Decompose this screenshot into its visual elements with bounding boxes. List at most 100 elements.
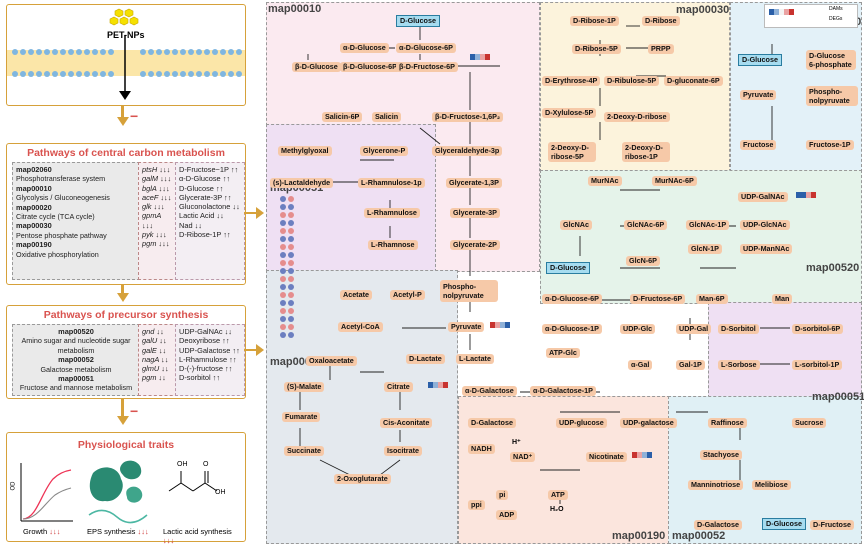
met-dribose: D-Ribose: [642, 16, 680, 26]
met-dxylulose5p: D-Xylulose-5P: [542, 108, 597, 118]
met-cisaconitate: Cis-Aconitate: [380, 418, 433, 428]
met-dsorbitol6p: D-sorbitol-6P: [792, 324, 844, 334]
met-adp: ADP: [496, 510, 518, 520]
met-murnac6p: MurNAc-6P: [652, 176, 697, 186]
met-udpgalnac: UDP-GalNAc: [738, 192, 788, 202]
met-bdfructose16: β-D-Fructose-1,6P₂: [432, 112, 504, 122]
met-agal: α-Gal: [628, 360, 653, 370]
region-map00051-b: [708, 302, 862, 398]
physio-graphic: [20, 460, 218, 524]
met-adglucose1p: α-D-Glucose-1P: [542, 324, 602, 334]
met-methylglyoxal: Methylglyoxal: [278, 146, 332, 156]
legend: DAMs DEGs: [764, 4, 858, 28]
arrow-down-1: [117, 117, 129, 126]
met-smalate: (S)-Malate: [284, 382, 325, 392]
precursor-gene-list: gnd ↓↓galU ↓↓galE ↓↓nagA ↓↓glmU ↓↓pgm ↓↓: [138, 324, 178, 396]
met-manninotriose: Manninotriose: [688, 480, 744, 490]
met-oxoglutarate: 2-Oxoglutarate: [334, 474, 391, 484]
membrane-graphic: [7, 8, 245, 100]
met-dfructose: D-Fructose: [810, 520, 854, 530]
met-dgalactose-b: D-Galactose: [694, 520, 742, 530]
met-glyceraldehyde3p: Glyceraldehyde-3p: [432, 146, 503, 156]
met-atpglc: ATP-Glc: [546, 348, 580, 358]
met-glycerate3p: Glycerate-3P: [450, 208, 500, 218]
met-acetate: Acetate: [340, 290, 372, 300]
arrow-down-3: [117, 416, 129, 425]
precursor-title: Pathways of precursor synthesis: [43, 309, 209, 321]
met-stachyose: Stachyose: [700, 450, 742, 460]
met-oxaloacetate: Oxaloacetate: [306, 356, 357, 366]
pet-nps-label: PET-NPs: [107, 30, 145, 40]
met-udpglucose: UDP-glucose: [556, 418, 607, 428]
connector-2: [121, 284, 124, 294]
met-murnac: MurNAc: [588, 176, 622, 186]
region-map00020: [266, 270, 458, 544]
met-dribulose5p: D-Ribulose-5P: [604, 76, 660, 86]
met-sucrose: Sucrose: [792, 418, 827, 428]
met-man6p: Man-6P: [696, 294, 728, 304]
minus-sign-3: −: [130, 403, 139, 419]
met-lsorbose: L-Sorbose: [718, 360, 760, 370]
connector-precursor-to-map: [244, 349, 258, 351]
met-glcn1p: GlcN-1P: [688, 244, 722, 254]
connector-central-to-map: [244, 212, 258, 214]
membrane-panel: PET-NPs: [6, 4, 246, 106]
met-acetylcoa: Acetyl-CoA: [338, 322, 383, 332]
met-adgalactose1p: α-D-Galactose-1P: [530, 386, 596, 396]
met-derythrose4p: D-Erythrose-4P: [542, 76, 601, 86]
met-adglucose: α-D-Glucose: [340, 43, 389, 53]
met-lrhamnulose1p: L-Rhamnulose-1p: [358, 178, 425, 188]
met-dfructose6p: D-Fructose-6P: [630, 294, 686, 304]
oh-label-1: OH: [177, 461, 188, 468]
met-dgluconate6p: D-gluconate-6P: [664, 76, 723, 86]
arrow-down-2: [117, 293, 129, 302]
met-gal1p: Gal-1P: [676, 360, 705, 370]
heatmap-fructose6p: [470, 54, 490, 60]
met-udpglc: UDP-Glc: [620, 324, 656, 334]
met-udpglcnac: UDP-GlcNAc: [740, 220, 790, 230]
met-bdglucose: β-D-Glucose: [292, 62, 341, 72]
label-map00051-b: map00051: [812, 391, 864, 403]
met-lrhamnose: L-Rhamnose: [368, 240, 418, 250]
connector-1: [121, 106, 124, 118]
heatmap-citrate: [428, 382, 448, 388]
precursor-metabolite-list: UDP-GalNAc ↓↓Deoxyribose ↑↑UDP-Galactose…: [175, 324, 245, 396]
met-glycerate2p: Glycerate-2P: [450, 240, 500, 250]
met-pi: pi: [496, 490, 509, 500]
met-deoxyribose1p: 2-Deoxy-D-ribose-1P: [622, 142, 670, 162]
met-fructose1p: Fructose-1P: [806, 140, 854, 150]
met-udpgal: UDP-Gal: [676, 324, 712, 334]
o-label: O: [203, 461, 209, 468]
met-glyceronep: Glycerone-P: [360, 146, 409, 156]
precursor-panel: Pathways of precursor synthesis map00520…: [6, 305, 246, 399]
heatmap-udpgalnac: [796, 192, 816, 198]
met-atp: ATP: [548, 490, 568, 500]
met-salicin6p: Salicin-6P: [322, 112, 363, 122]
arrow-right-1: [256, 207, 264, 219]
met-dglucose-b: D-Glucose: [762, 518, 806, 530]
label-map00010: map00010: [268, 3, 322, 15]
eps-label: EPS synthesis ↓↓↓: [87, 527, 149, 536]
arrow-right-2: [256, 344, 264, 356]
gene-dot-column-2: [288, 196, 302, 346]
heatmap-pyruvate: [490, 322, 510, 328]
met-deoxyribose5p: 2-Deoxy-D-ribose-5P: [548, 142, 596, 162]
met-dribose5p: D-Ribose-5P: [572, 44, 621, 54]
met-dglucose6phosphate: D-Glucose 6-phosphate: [806, 50, 856, 70]
met-dsorbitol: D-Sorbitol: [718, 324, 759, 334]
label-map00520: map00520: [806, 262, 860, 274]
met-deoxyribose: 2-Deoxy-D-ribose: [604, 112, 670, 122]
label-map00030: map00030: [676, 4, 730, 16]
met-llactate: L-Lactate: [456, 354, 494, 364]
met-dgalactose-a: D-Galactose: [468, 418, 516, 428]
central-metabolite-list: D-Fructose−1P ↑↑α-D-Glucose ↑↑D-Glucose …: [175, 162, 245, 280]
oh-label-2: OH: [215, 489, 226, 496]
met-glcnac: GlcNAc: [560, 220, 592, 230]
